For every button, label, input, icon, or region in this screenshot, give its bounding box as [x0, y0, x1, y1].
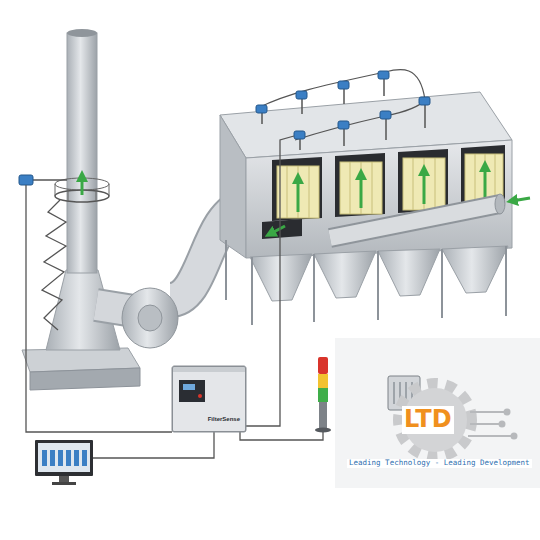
light-base	[315, 428, 331, 433]
flow-arrow	[81, 176, 84, 195]
outlet-opening	[262, 219, 302, 239]
logo-mark: LTD	[402, 406, 454, 434]
baghouse-front	[246, 140, 512, 258]
support-legs	[226, 240, 506, 325]
light-yellow	[318, 374, 328, 388]
flow-arrow	[512, 198, 530, 201]
stack-base-front	[30, 368, 140, 390]
controller-panel	[179, 380, 205, 402]
monitor-foot	[52, 482, 76, 485]
logo-tagline: Leading Technology - Leading Development	[347, 459, 532, 468]
light-pole	[319, 402, 327, 428]
monitor-screen	[38, 443, 90, 472]
controller-display	[183, 384, 195, 390]
controller-led	[198, 394, 202, 398]
pressure-sensors	[256, 71, 430, 150]
device-label: FilterSense	[208, 416, 240, 423]
logo-circuit	[468, 410, 517, 439]
sensor-probe	[32, 179, 67, 181]
flow-arrow	[270, 226, 285, 234]
fan-hub	[138, 305, 162, 331]
inlet-mouth	[495, 194, 505, 214]
sensor-wire	[258, 69, 425, 108]
baghouse-side	[220, 115, 246, 258]
controller-box: FilterSense	[172, 366, 246, 432]
stack-ladder	[42, 200, 66, 330]
logo-gear	[403, 388, 467, 452]
control-wires	[26, 136, 323, 458]
monitor-stand	[59, 476, 69, 482]
light-red	[318, 357, 328, 374]
stack-sensor	[19, 175, 33, 185]
monitor	[35, 440, 93, 476]
stack-top	[67, 29, 97, 37]
inlet-pipe-outline	[330, 204, 500, 238]
fan-housing	[122, 288, 178, 348]
light-green	[318, 388, 328, 402]
inlet-pipe	[330, 204, 500, 238]
controller-body	[172, 366, 246, 432]
logo-gear-teeth	[399, 384, 471, 456]
background-panel	[335, 338, 540, 488]
screen-gauges	[42, 450, 87, 466]
stack-chimney	[67, 33, 97, 273]
sensor-wire	[295, 100, 425, 140]
